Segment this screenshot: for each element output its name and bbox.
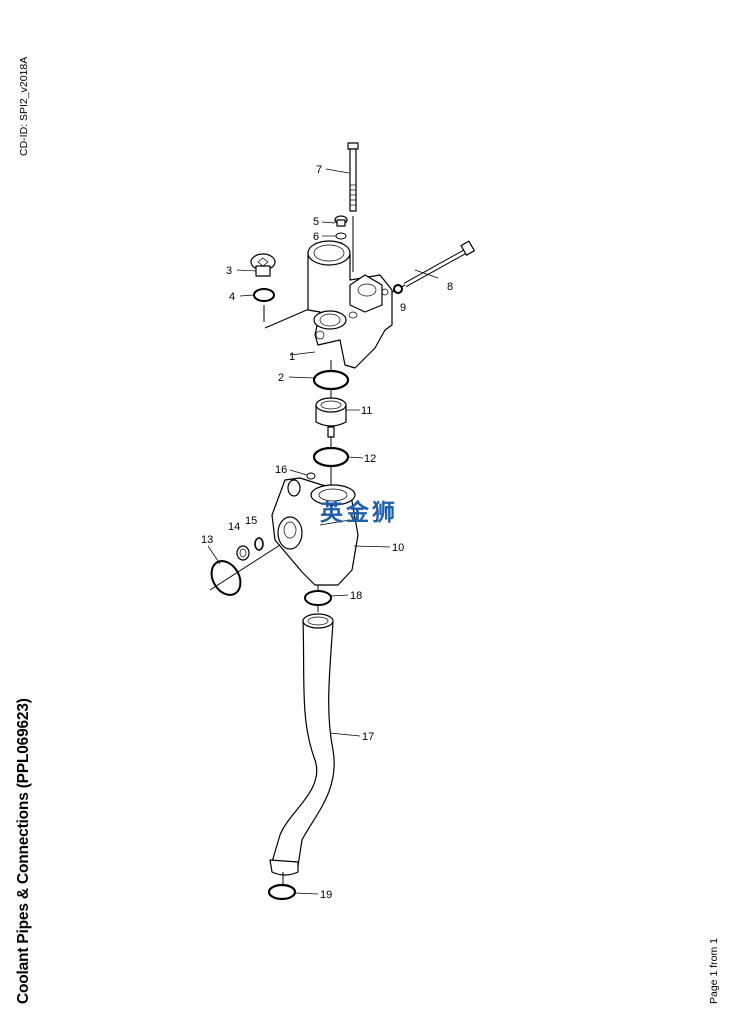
- callout-19: 19: [320, 889, 332, 901]
- callout-3: 3: [226, 265, 232, 277]
- part-10-pipe-housing: [271, 477, 359, 586]
- callout-2: 2: [278, 372, 284, 384]
- callout-12: 12: [364, 453, 376, 465]
- part-11-thermostat: [315, 397, 347, 438]
- callout-18: 18: [350, 590, 362, 602]
- callout-14: 14: [228, 521, 240, 533]
- callout-13: 13: [201, 534, 213, 546]
- watermark-logo: 英金狮: [320, 499, 398, 526]
- part-12-seal-ring: [312, 446, 350, 468]
- part-19-seal-ring: [267, 883, 297, 901]
- callout-10: 10: [392, 542, 404, 554]
- callout-8: 8: [447, 281, 453, 293]
- part-5-plug: [334, 215, 348, 227]
- callout-leaders: [207, 168, 439, 895]
- part-2-seal-ring: [312, 369, 350, 391]
- callout-15: 15: [245, 515, 257, 527]
- part-6-seal: [335, 232, 347, 240]
- callout-9: 9: [400, 302, 406, 314]
- part-16-seal: [306, 472, 316, 480]
- callout-1: 1: [289, 351, 295, 363]
- callout-5: 5: [313, 216, 319, 228]
- part-7-bolt: [347, 142, 359, 272]
- part-9-washer: [393, 284, 403, 294]
- callout-6: 6: [313, 231, 319, 243]
- callout-4: 4: [229, 291, 235, 303]
- callout-11: 11: [361, 405, 372, 417]
- part-8-bolt: [391, 240, 475, 293]
- callout-16: 16: [275, 464, 287, 476]
- part-17-coolant-hose: [269, 613, 335, 876]
- callout-7: 7: [316, 164, 322, 176]
- part-14-plug: [236, 545, 250, 561]
- part-3-plug: [250, 253, 276, 277]
- part-18-seal-ring: [304, 590, 332, 606]
- part-13-seal-ring: [210, 560, 242, 596]
- part-1-thermostat-housing: [307, 240, 393, 369]
- part-4-seal-ring: [253, 288, 275, 302]
- callout-17: 17: [362, 731, 374, 743]
- part-15-seal: [254, 537, 264, 551]
